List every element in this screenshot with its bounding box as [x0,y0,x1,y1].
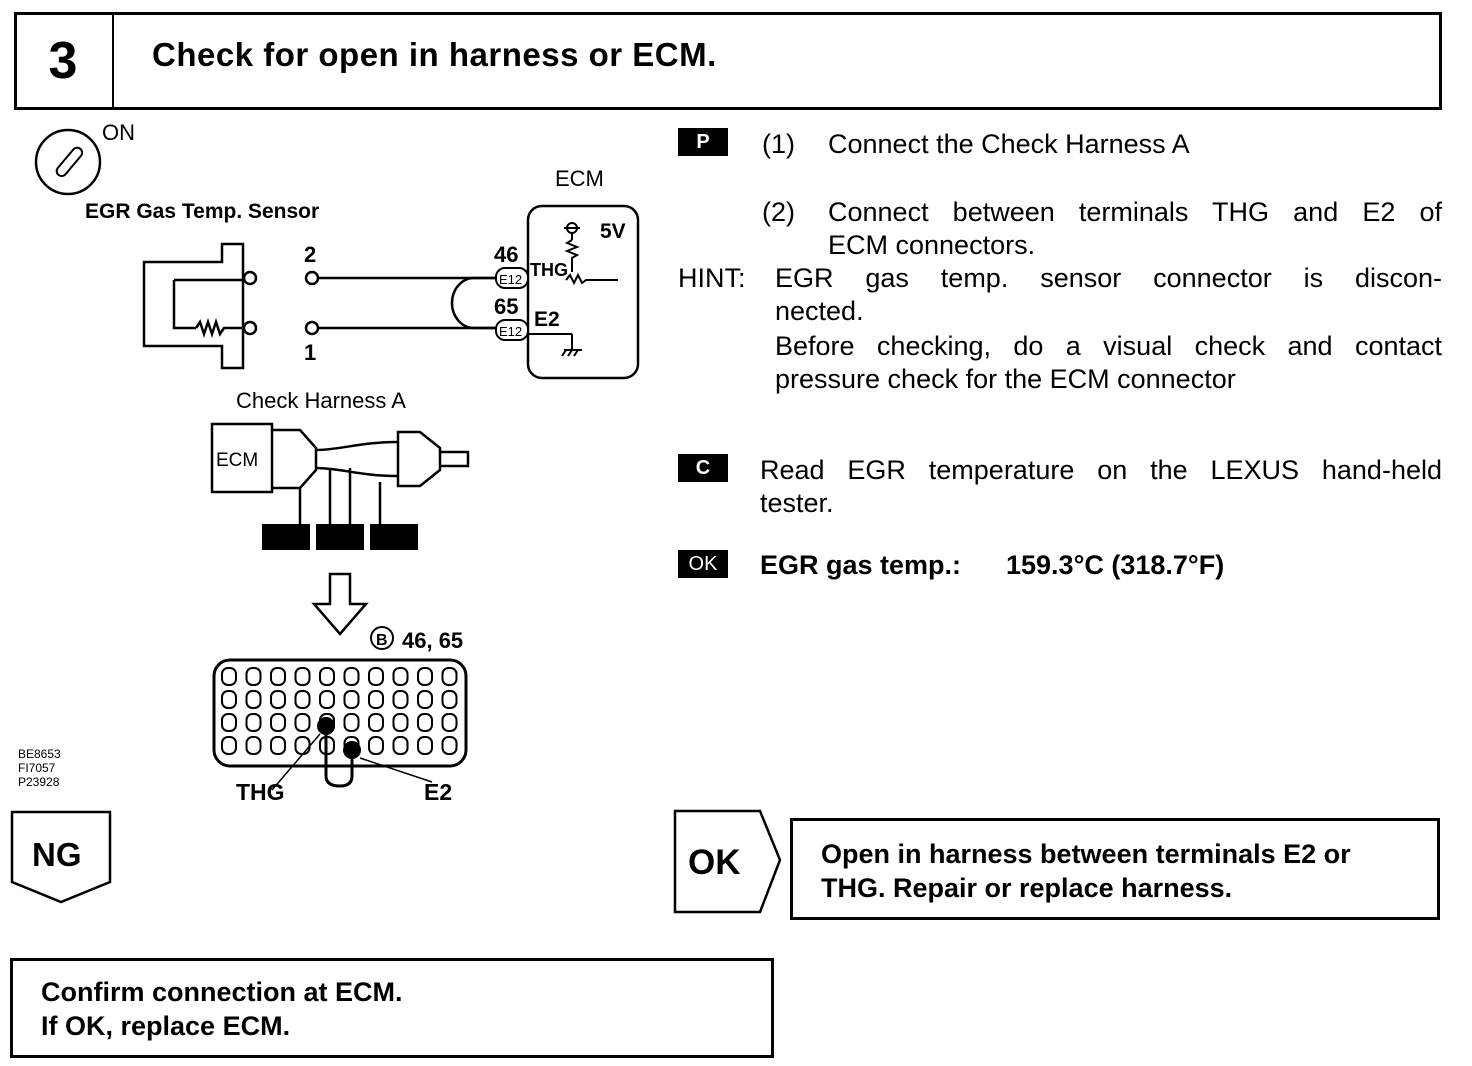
connector-pin [417,713,433,732]
connector-pin [221,690,237,709]
thg-bottom-label: THG [236,779,285,805]
c-line1: Read EGR temperature on the LEXUS hand-h… [760,455,1442,485]
c-line2: tester. [760,488,834,518]
ok-tag: OK [678,550,728,578]
ecm-box [526,204,640,380]
hint-line1: EGR gas temp. sensor connector is discon… [775,263,1442,293]
connector-pin [245,690,262,709]
ok-spec-value: 159.3°C (318.7°F) [1006,550,1225,580]
connector-pin [368,667,384,686]
sensor-connector-shape [142,242,248,370]
connector-pin [270,667,286,686]
ng-marker [10,810,112,904]
connector-pin [368,713,384,732]
connector-pin [270,690,286,709]
connector-pin [245,736,262,755]
step2-line2: ECM connectors. [828,230,1036,260]
connector-e12-top: E12 [499,272,522,287]
connector-pin [441,690,458,709]
sensor-label: EGR Gas Temp. Sensor [85,200,319,223]
thg-label: THG [530,260,568,280]
voltage-label: 5V [600,220,626,243]
wiring-diagram: ON EGR Gas Temp. Sensor ECM 2 1 46 65 E1… [10,120,640,904]
connector-pin [245,713,262,732]
connector-pin [417,690,433,709]
terminal-65-label: 65 [494,294,518,319]
connector-pin [441,667,458,686]
c-tag: C [678,454,728,482]
connector-pin [221,713,237,732]
harness-ecm-label: ECM [216,450,258,471]
connector-pin [294,736,311,755]
hint-line4: pressure check for the ECM connector [775,364,1236,394]
ng-result-line1: Confirm connection at ECM. [41,977,403,1007]
connector-pin [417,667,433,686]
ok-marker: OK [673,809,782,914]
check-harness-drawing [210,422,470,524]
step2-num: (2) [762,197,795,227]
connector-b-pins: 46, 65 [402,628,463,653]
connector-pin [343,667,360,686]
harness-label: Check Harness A [236,388,406,413]
ok-result-line2: THG. Repair or replace harness. [821,873,1233,903]
terminal-46-label: 46 [494,242,518,267]
harness-wires [318,276,496,330]
step1-text: Connect the Check Harness A [828,129,1190,159]
connector-pin [441,713,458,732]
figure-code-3: P23928 [18,775,60,789]
connector-pin [319,690,335,709]
connector-b-symbol: B [376,632,388,649]
connector-pin [294,690,311,709]
step2-line1: Connect between terminals THG and E2 of [828,197,1442,227]
p-tag: P [678,128,728,156]
connector-pin [294,667,311,686]
pin-1-label: 1 [304,340,316,365]
connector-pin [368,690,384,709]
figure-code-1: BE8653 [18,747,61,761]
ecm-label: ECM [555,166,604,191]
connector-pin [343,713,360,732]
hint-line2: nected. [775,296,864,326]
e2-bottom-label: E2 [424,779,452,805]
connector-pin [392,690,409,709]
ok-spec-label: EGR gas temp.: [760,550,962,580]
hint-label: HINT: [678,263,746,293]
pin-2-label: 2 [304,242,316,267]
down-arrow-icon [311,572,369,636]
connector-pin [270,713,286,732]
figure-code-2: FI7057 [18,761,56,775]
connector-pin [392,713,409,732]
e2-label: E2 [534,308,560,331]
step-header-box [14,12,1442,110]
connector-pin [245,667,262,686]
connector-pin [441,736,458,755]
ecm-connector-face [212,658,468,768]
ecm-internal-circuit [528,222,618,357]
ng-result-box: Confirm connection at ECM. If OK, replac… [10,958,774,1058]
step-title: Check for open in harness or ECM. [152,36,717,73]
ok-result-box: Open in harness between terminals E2 or … [790,818,1440,920]
step-number: 3 [14,12,114,110]
ng-result-line2: If OK, replace ECM. [41,1011,291,1041]
connector-pin [221,736,237,755]
connector-pin [392,667,409,686]
ok-result-line1: Open in harness between terminals E2 or [821,839,1351,869]
connector-pin [368,736,384,755]
connector-pin [392,736,409,755]
connector-pin [417,736,433,755]
connector-pin [221,667,237,686]
ignition-key-icon [34,128,102,196]
ok-label: OK [688,843,741,882]
connector-pin-grid [221,667,458,755]
connector-pin [294,713,311,732]
hint-line3: Before checking, do a visual check and c… [775,331,1442,361]
step1-num: (1) [762,129,795,159]
connector-pin [319,667,335,686]
connector-e12-bottom: E12 [499,324,522,339]
ignition-on-label: ON [102,120,135,145]
ng-label: NG [32,836,82,873]
connector-pin [343,690,360,709]
connector-pin [270,736,286,755]
